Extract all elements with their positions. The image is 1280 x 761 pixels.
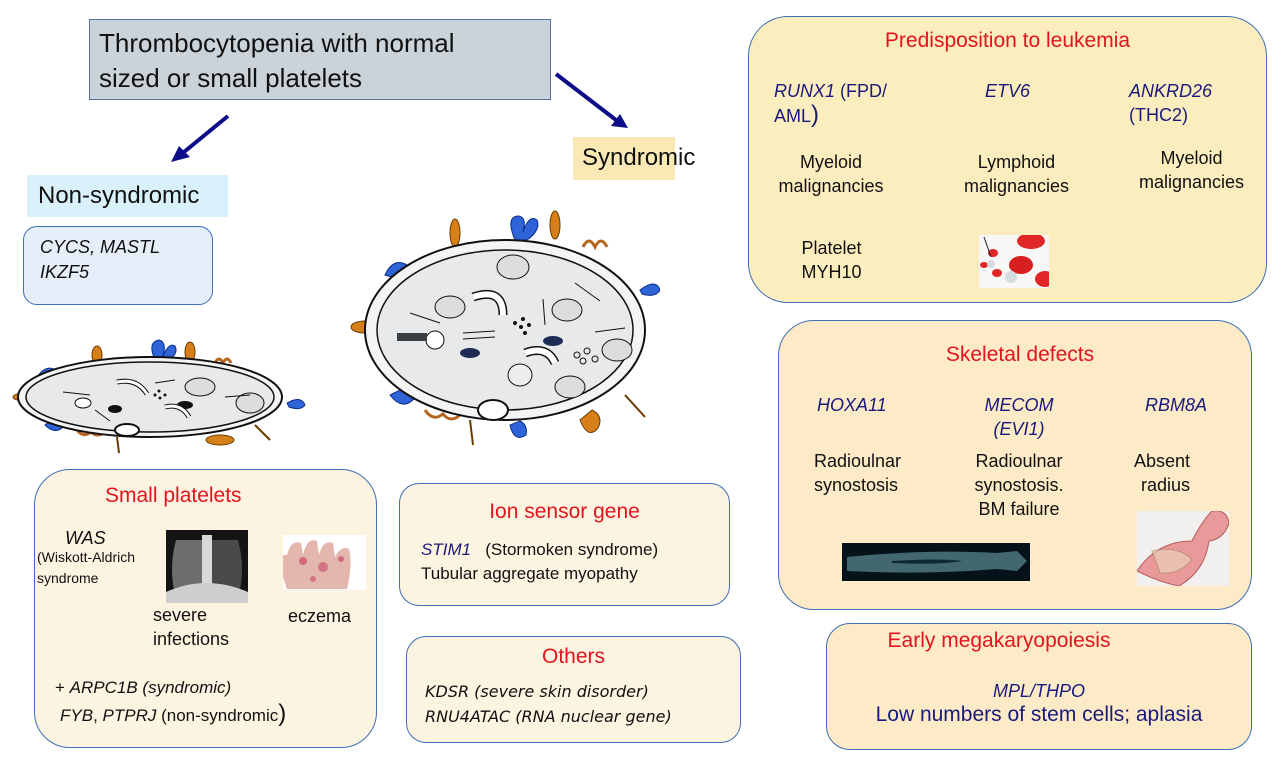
early-megakaryopoiesis-desc: Low numbers of stem cells; aplasia bbox=[875, 703, 1203, 726]
gene-rbm8a: RBM8A bbox=[1145, 395, 1208, 415]
desc-line: radius bbox=[1141, 475, 1191, 495]
gene-ankrd26-line2: (THC2) bbox=[1129, 105, 1188, 125]
gene-mecom: MECOM bbox=[984, 395, 1054, 415]
gene-stim1: STIM1 bbox=[421, 540, 472, 559]
leukemia-col2-desc: Lymphoid malignancies bbox=[954, 150, 1079, 198]
desc-line: infections bbox=[153, 629, 230, 649]
feature-severe-infections: severe infections bbox=[153, 603, 229, 651]
desc-line: Radioulnar bbox=[975, 451, 1063, 471]
eczema-hand-image bbox=[283, 535, 366, 590]
ion-sensor-line-2: Tubular aggregate myopathy bbox=[421, 564, 638, 583]
small-platelets-box: Small platelets WAS (Wiskott-Aldrich syn… bbox=[34, 469, 377, 748]
extra-line: MYH10 bbox=[801, 262, 862, 282]
ion-sensor-heading: Ion sensor gene bbox=[489, 500, 640, 523]
others-heading: Others bbox=[541, 645, 606, 668]
absent-radius-arm-image bbox=[1137, 511, 1229, 586]
gene-mpl-thpo: MPL/THPO bbox=[992, 681, 1085, 701]
gene-arpc1b: ARPC1B (syndromic) bbox=[69, 678, 232, 697]
gene-was: WAS bbox=[65, 528, 106, 548]
gene-hoxa11: HOXA11 bbox=[817, 395, 887, 415]
non-syndromic-text: Non-syndromic bbox=[38, 182, 200, 209]
ion-sensor-box: Ion sensor gene STIM1 (Stormoken syndrom… bbox=[399, 483, 730, 606]
non-syndromic-note: (non-syndromic bbox=[156, 706, 279, 725]
separator: , bbox=[93, 706, 103, 725]
leukemia-heading: Predisposition to leukemia bbox=[884, 29, 1131, 52]
gene-mecom-alias: (EVI1) bbox=[993, 419, 1045, 439]
small-platelets-heading: Small platelets bbox=[105, 484, 242, 507]
chest-xray-image bbox=[166, 530, 248, 603]
gene-rnu4atac: RNU4ATAC (RNA nuclear gene) bbox=[425, 707, 672, 726]
non-syndromic-label: Non-syndromic bbox=[27, 175, 228, 217]
desc-line: BM failure bbox=[978, 499, 1060, 519]
others-box: Others KDSR (severe skin disorder) RNU4A… bbox=[406, 636, 741, 743]
skeletal-col2-desc: Radioulnar synostosis. BM failure bbox=[964, 449, 1074, 521]
gene-ptprj: PTPRJ bbox=[102, 706, 157, 725]
leukemia-col1-extra: Platelet MYH10 bbox=[779, 236, 884, 284]
skeletal-box: Skeletal defects HOXA11 Radioulnar synos… bbox=[778, 320, 1252, 610]
feature-eczema: eczema bbox=[288, 606, 352, 626]
title-line-2: sized or small platelets bbox=[99, 63, 362, 93]
skeletal-col3-desc: Absent radius bbox=[1134, 449, 1190, 497]
gene-runx1: RUNX1 bbox=[774, 81, 836, 101]
arrow-to-non-syndromic bbox=[171, 114, 230, 162]
plus-sign: + bbox=[55, 678, 70, 697]
desc-line: malignancies bbox=[963, 176, 1070, 196]
gene-ankrd26: ANKRD26 bbox=[1129, 81, 1213, 101]
leukemia-col3-gene: ANKRD26 (THC2) bbox=[1129, 79, 1212, 127]
desc-line: Radioulnar bbox=[814, 451, 902, 471]
desc-line: synostosis bbox=[814, 475, 899, 495]
title-box: Thrombocytopenia with normal sized or sm… bbox=[89, 19, 551, 100]
others-list: KDSR (severe skin disorder) RNU4ATAC (RN… bbox=[425, 679, 672, 729]
early-megakaryopoiesis-heading: Early megakaryopoiesis bbox=[887, 629, 1111, 652]
gene-runx1-close: ) bbox=[811, 101, 820, 128]
non-syndromic-genes-box: CYCS, MASTL IKZF5 bbox=[23, 226, 213, 305]
ion-sensor-line-1: STIM1 (Stormoken syndrome) bbox=[421, 538, 658, 561]
arrow-to-syndromic bbox=[554, 72, 628, 128]
desc-line: Absent bbox=[1134, 451, 1191, 471]
small-platelets-extra-1: + ARPC1B (syndromic) bbox=[55, 676, 231, 699]
was-description: (Wiskott-Aldrich syndrome bbox=[37, 547, 135, 589]
title-line-1: Thrombocytopenia with normal bbox=[99, 28, 455, 58]
gene-runx1-suffix: (FPD/ bbox=[835, 81, 888, 101]
leukemia-box: Predisposition to leukemia RUNX1 (FPD/ A… bbox=[748, 16, 1267, 303]
syndromic-text: Syndromic bbox=[582, 144, 696, 171]
desc-line: Myeloid bbox=[799, 152, 863, 172]
leukemia-col1-gene: RUNX1 (FPD/ AML) bbox=[774, 79, 887, 128]
skeletal-col2-gene: MECOM (EVI1) bbox=[969, 393, 1069, 441]
syndromic-label: Syndromic bbox=[573, 137, 695, 180]
desc-line: synostosis. bbox=[974, 475, 1064, 495]
gene-fyb: FYB bbox=[60, 706, 94, 725]
desc-line: syndrome bbox=[37, 570, 99, 586]
leukemia-col3-desc: Myeloid malignancies bbox=[1129, 146, 1254, 194]
desc-line: severe bbox=[153, 605, 208, 625]
non-syndromic-genes-line-2: IKZF5 bbox=[40, 262, 90, 282]
blood-smear-image bbox=[979, 235, 1049, 288]
platelet-organelles bbox=[62, 377, 265, 437]
skeletal-heading: Skeletal defects bbox=[945, 343, 1095, 366]
desc-line: (Wiskott-Aldrich bbox=[37, 549, 136, 565]
stormoken-syndrome: (Stormoken syndrome) bbox=[485, 540, 659, 559]
platelet-membrane-inner bbox=[25, 361, 275, 433]
desc-line: Myeloid bbox=[1160, 148, 1223, 168]
close-paren: ) bbox=[278, 700, 287, 727]
extra-line: Platelet bbox=[801, 238, 862, 258]
gene-runx1-line2: AML bbox=[774, 106, 812, 126]
leukemia-col1-desc: Myeloid malignancies bbox=[771, 150, 891, 198]
non-syndromic-genes-line-1: CYCS, MASTL bbox=[40, 237, 161, 257]
platelet-organelles bbox=[397, 254, 633, 421]
normal-platelet-illustration bbox=[350, 210, 660, 446]
early-megakaryopoiesis-box: Early megakaryopoiesis MPL/THPO Low numb… bbox=[826, 623, 1252, 750]
forearm-xray-image bbox=[842, 543, 1030, 581]
desc-line: Lymphoid bbox=[977, 152, 1056, 172]
small-platelets-extra-2: FYB, PTPRJ (non-syndromic) bbox=[60, 702, 286, 727]
small-platelet-illustration bbox=[12, 339, 306, 454]
skeletal-col1-desc: Radioulnar synostosis bbox=[814, 449, 901, 497]
gene-kdsr: KDSR (severe skin disorder) bbox=[425, 682, 649, 701]
gene-etv6: ETV6 bbox=[985, 81, 1031, 101]
desc-line: malignancies bbox=[1138, 172, 1245, 192]
desc-line: malignancies bbox=[778, 176, 884, 196]
